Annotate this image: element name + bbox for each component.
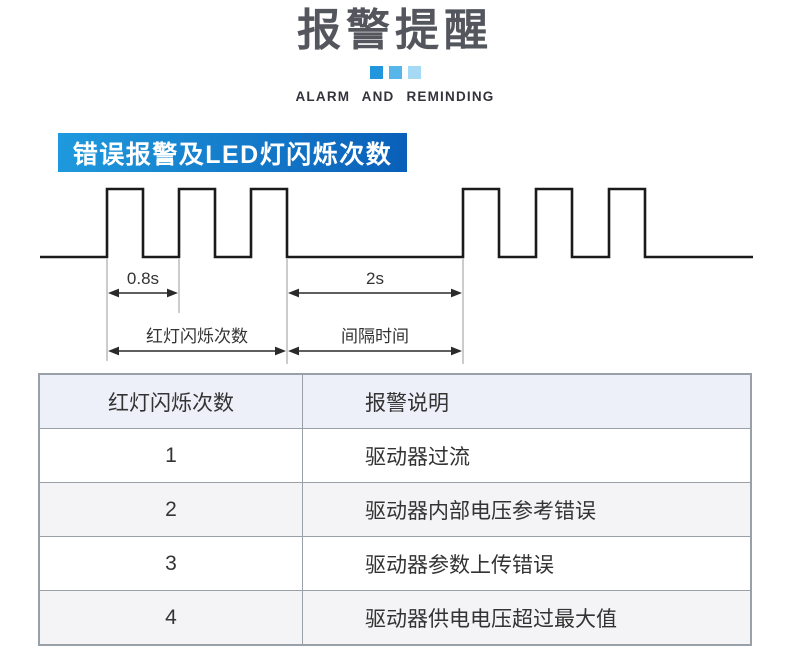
accent-squares (0, 66, 790, 79)
waveform-path (40, 187, 753, 259)
dimension-arrowhead-left (288, 346, 299, 356)
dimension-label: 间隔时间 (341, 327, 409, 346)
section-banner-label: 错误报警及LED灯闪烁次数 (72, 140, 393, 169)
table-row: 2 驱动器内部电压参考错误 (38, 482, 752, 537)
flash-count-cell: 2 (38, 482, 303, 537)
dimension-arrowhead-left (288, 288, 299, 298)
page-title: 报警提醒 (297, 6, 493, 55)
alarm-table: 红灯闪烁次数 报警说明 1 驱动器过流 2 驱动器内部电压参考错误 3 驱动器参… (38, 373, 752, 646)
dimension-arrowhead-right (275, 346, 286, 356)
accent-square-dark (369, 66, 383, 79)
flash-count-cell: 3 (38, 536, 303, 591)
dimension-arrowhead-left (108, 346, 119, 356)
table-row: 3 驱动器参数上传错误 (38, 536, 752, 591)
column-header-flash-count: 红灯闪烁次数 (38, 373, 303, 429)
dimension-arrowhead-right (451, 288, 462, 298)
alarm-desc-cell: 驱动器参数上传错误 (302, 536, 752, 591)
table-row: 1 驱动器过流 (38, 428, 752, 483)
accent-square-light (407, 66, 421, 79)
waveform-annotations: 0.8s 2s 红灯闪烁次数 间隔时间 (106, 259, 464, 364)
alarm-desc-cell: 驱动器供电电压超过最大值 (302, 590, 752, 646)
accent-square-mid (388, 66, 402, 79)
flash-count-cell: 1 (38, 428, 303, 483)
waveform-diagram: 0.8s 2s 红灯闪烁次数 间隔时间 (40, 187, 753, 364)
page-subtitle: ALARM AND REMINDING (295, 89, 495, 104)
dimension-arrowhead-right (451, 346, 462, 356)
alarm-desc-cell: 驱动器过流 (302, 428, 752, 483)
table-header-row: 红灯闪烁次数 报警说明 (38, 373, 752, 429)
dimension-label: 2s (366, 269, 384, 288)
dimension-label: 红灯闪烁次数 (146, 327, 248, 346)
table-row: 4 驱动器供电电压超过最大值 (38, 590, 752, 646)
flash-count-cell: 4 (38, 590, 303, 646)
column-header-alarm-desc: 报警说明 (302, 373, 752, 429)
alarm-desc-cell: 驱动器内部电压参考错误 (302, 482, 752, 537)
section-banner: 错误报警及LED灯闪烁次数 (58, 133, 407, 172)
dimension-label: 0.8s (127, 269, 159, 288)
dimension-arrowhead-left (108, 288, 119, 298)
dimension-arrowhead-right (167, 288, 178, 298)
